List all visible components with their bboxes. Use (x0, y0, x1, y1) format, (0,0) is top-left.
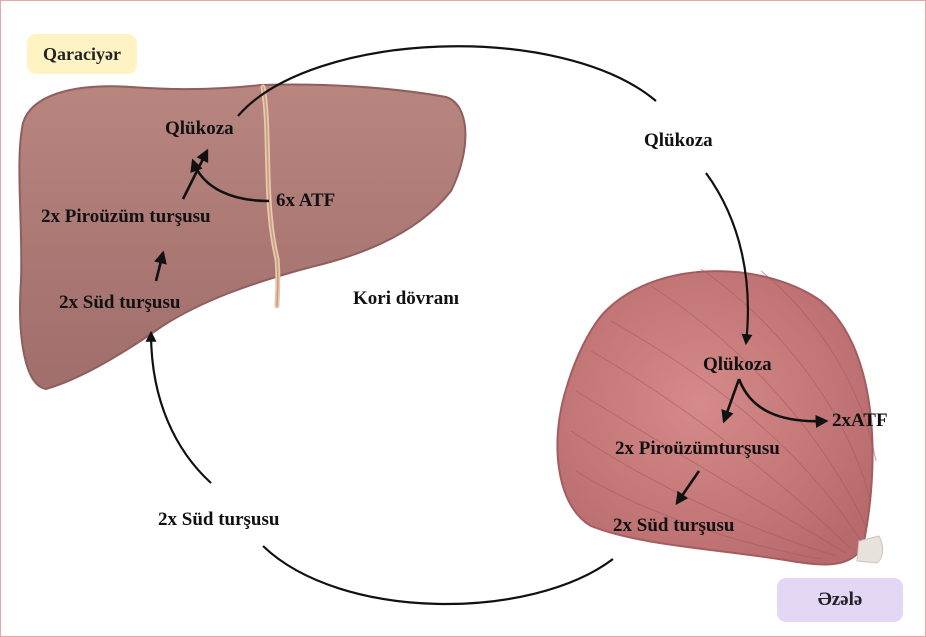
blood-lactate-label: 2x Süd turşusu (158, 510, 279, 529)
muscle-pyruvate-label: 2x Piroüzümturşusu (615, 439, 780, 458)
cycle-name-label: Kori dövranı (353, 289, 459, 308)
muscle-label-badge: Əzələ (777, 578, 903, 622)
liver-illustration (19, 85, 465, 390)
liver-pyruvate-label: 2x Piroüzüm turşusu (41, 207, 211, 226)
blood-glucose-label: Qlükoza (644, 131, 713, 150)
muscle-atp-label: 2xATF (832, 411, 888, 430)
muscle-lactate-label: 2x Süd turşusu (613, 516, 734, 535)
liver-glucose-label: Qlükoza (165, 119, 234, 138)
liver-label-badge: Qaraciyər (27, 34, 137, 74)
liver-atp-label: 6x ATF (276, 191, 335, 210)
liver-lactate-label: 2x Süd turşusu (59, 293, 180, 312)
muscle-glucose-label: Qlükoza (703, 355, 772, 374)
